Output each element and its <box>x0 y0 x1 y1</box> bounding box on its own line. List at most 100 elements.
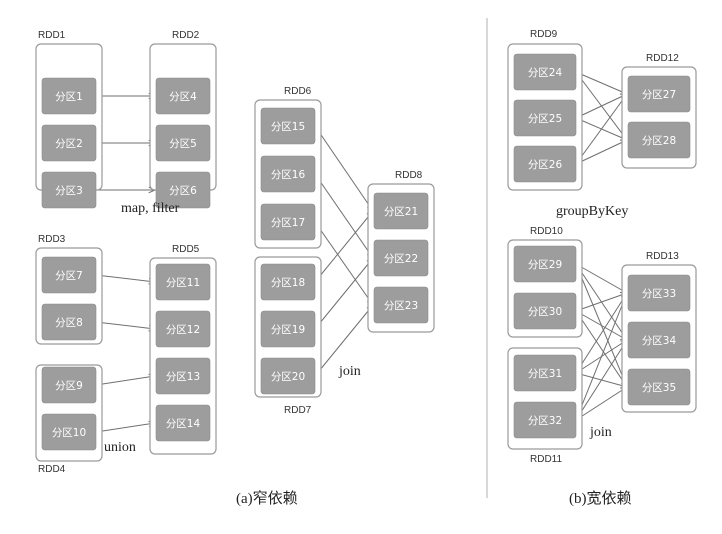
dependency-arrow <box>314 211 373 283</box>
partition-box <box>627 75 691 113</box>
dependency-edges <box>95 71 627 433</box>
partition-label: 分区28 <box>642 135 676 147</box>
dependency-arrow <box>575 340 627 421</box>
rdd-label-rdd4: RDD4 <box>38 464 66 475</box>
rdd-label-rdd11: RDD11 <box>530 454 562 465</box>
partition-label: 分区8 <box>55 317 83 329</box>
partition-label: 分区14 <box>166 418 201 430</box>
partition-label: 分区12 <box>166 324 200 336</box>
partition-label: 分区5 <box>169 138 197 150</box>
rdd-label-rdd8: RDD8 <box>395 170 423 181</box>
dependency-arrow <box>314 221 373 305</box>
partition-box <box>155 263 211 301</box>
rdd-label-rdd9: RDD9 <box>530 29 558 40</box>
dependency-arrow <box>575 310 627 387</box>
rdd-container-rdd2 <box>149 43 217 191</box>
partition-box <box>513 401 577 439</box>
dependency-arrow <box>95 274 155 282</box>
rdd-label-rdd2: RDD2 <box>172 30 200 41</box>
dependency-arrow <box>575 310 627 340</box>
partition-label: 分区21 <box>384 206 418 218</box>
rdd-label-rdd7: RDD7 <box>284 405 312 416</box>
dependency-arrow <box>95 321 155 329</box>
dependency-arrow <box>575 263 627 293</box>
caption-narrow-dependency: (a)窄依赖 <box>236 489 298 507</box>
partition-box <box>513 292 577 330</box>
dependency-arrow <box>575 293 627 421</box>
op-label-union: union <box>104 440 136 455</box>
dependency-arrow <box>575 293 627 312</box>
rdd-container-rdd1 <box>35 43 103 191</box>
partition-label: 分区24 <box>528 67 563 79</box>
partition-label: 分区19 <box>271 324 305 336</box>
partition-box <box>627 368 691 406</box>
partition-label: 分区4 <box>169 91 197 103</box>
rdd-label-rdd13: RDD13 <box>646 251 679 262</box>
partition-box <box>260 155 316 193</box>
partition-box <box>41 77 97 115</box>
partition-label: 分区20 <box>271 371 305 383</box>
rdd-label-rdd5: RDD5 <box>172 244 200 255</box>
partition-label: 分区31 <box>528 368 562 380</box>
partition-box <box>41 256 97 294</box>
partition-label: 分区30 <box>528 306 562 318</box>
op-label-join-wide: join <box>589 425 612 440</box>
rdd-group-rdd12: RDD12 分区27 分区28 <box>621 53 697 169</box>
partition-label: 分区29 <box>528 259 562 271</box>
partition-box <box>373 239 429 277</box>
partition-box <box>513 99 577 137</box>
partition-label: 分区33 <box>642 288 676 300</box>
partition-box <box>155 77 211 115</box>
dependency-arrow <box>314 305 373 377</box>
partition-box <box>41 366 97 404</box>
partition-box <box>260 107 316 145</box>
partition-box <box>155 124 211 162</box>
rdd-label-rdd6: RDD6 <box>284 86 312 97</box>
dependency-arrow <box>575 94 627 165</box>
partition-box <box>260 310 316 348</box>
partition-label: 分区32 <box>528 415 562 427</box>
partition-label: 分区7 <box>55 270 83 282</box>
dependency-arrow <box>575 387 627 421</box>
partition-box <box>260 263 316 301</box>
dependency-arrow <box>95 423 155 433</box>
rdd-group-rdd11: RDD11 分区31 分区32 <box>507 347 583 465</box>
partition-box <box>41 171 97 209</box>
partition-box <box>627 321 691 359</box>
partition-label: 分区2 <box>55 138 83 150</box>
partition-box <box>627 274 691 312</box>
partition-box <box>513 354 577 392</box>
dependency-arrow <box>314 125 373 211</box>
partition-box <box>513 145 577 183</box>
partition-label: 分区1 <box>55 91 83 103</box>
dependency-arrow <box>575 293 627 374</box>
partition-label: 分区13 <box>166 371 200 383</box>
dependency-arrow <box>95 376 155 386</box>
partition-label: 分区9 <box>55 380 83 392</box>
partition-label: 分区6 <box>169 185 197 197</box>
op-label-group-by-key: groupByKey <box>556 204 628 219</box>
partition-label: 分区10 <box>52 427 86 439</box>
rdd-label-rdd12: RDD12 <box>646 53 679 64</box>
partition-box <box>155 404 211 442</box>
op-label-map-filter: map, filter <box>121 201 180 216</box>
dependency-arrow <box>314 173 373 258</box>
rdd-label-rdd1: RDD1 <box>38 30 66 41</box>
partition-label: 分区16 <box>271 169 306 181</box>
partition-box <box>513 53 577 91</box>
partition-box <box>41 303 97 341</box>
partition-box <box>260 203 316 241</box>
partition-label: 分区25 <box>528 113 562 125</box>
partition-box <box>41 413 97 451</box>
partition-box <box>155 171 211 209</box>
partition-label: 分区27 <box>642 89 676 101</box>
rdd-boxes: RDD1分区1分区2分区3RDD2分区4分区5分区6RDD3分区7分区8RDD4… <box>35 29 697 475</box>
partition-box <box>627 121 691 159</box>
partition-box <box>373 192 429 230</box>
